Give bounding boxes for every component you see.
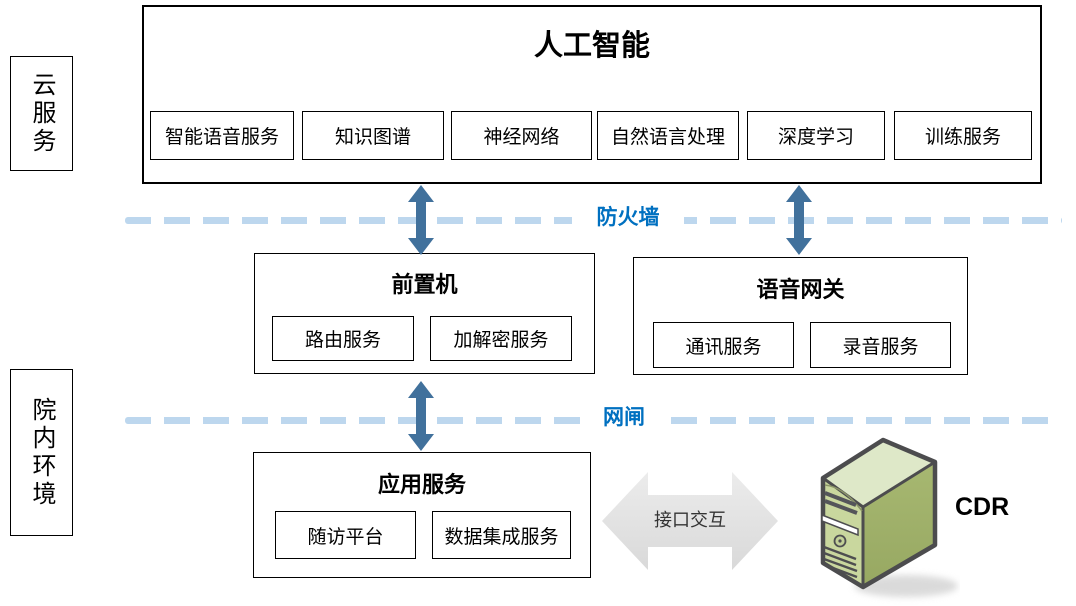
double-arrow-icon-ai-frontmachine [408, 185, 434, 255]
hospital-environment-text: 院内环境 [28, 396, 55, 509]
interface-interaction-label: 接口交互 [654, 510, 726, 530]
neural-network-box: 神经网络 [451, 111, 592, 160]
app-service-title: 应用服务 [377, 472, 466, 497]
deep-learning-box: 深度学习 [747, 111, 885, 160]
smart-voice-service-box: 智能语音服务 [150, 111, 294, 160]
training-service-box: 训练服务 [894, 111, 1032, 160]
hospital-environment-region-label: 院内环境 [10, 369, 73, 536]
cloud-services-region-label: 云服务 [10, 56, 73, 171]
cdr-label: CDR [955, 493, 1010, 521]
server-icon [820, 437, 958, 597]
interface-double-arrow-icon [602, 472, 778, 570]
routing-service-box: 路由服务 [272, 316, 414, 361]
data-integration-service-box: 数据集成服务 [432, 511, 571, 559]
firewall-label: 防火墙 [572, 203, 684, 233]
ai-title: 人工智能 [533, 30, 650, 62]
app-service-box: 应用服务 随访平台 数据集成服务 [253, 452, 591, 578]
voice-gateway-box: 语音网关 通讯服务 录音服务 [633, 257, 968, 375]
nlp-box: 自然语言处理 [597, 111, 739, 160]
voice-gateway-title: 语音网关 [756, 277, 845, 302]
followup-platform-box: 随访平台 [275, 511, 416, 559]
front-machine-box: 前置机 路由服务 加解密服务 [254, 253, 595, 374]
encryption-service-box: 加解密服务 [430, 316, 572, 361]
recording-service-box: 录音服务 [810, 322, 951, 368]
front-machine-title: 前置机 [391, 272, 458, 297]
ai-container-box: 人工智能 智能语音服务 知识图谱 神经网络 自然语言处理 深度学习 训练服务 [142, 5, 1042, 184]
knowledge-graph-box: 知识图谱 [302, 111, 444, 160]
gatekeeper-label: 网闸 [580, 403, 668, 433]
double-arrow-icon-ai-voicegateway [786, 185, 812, 255]
double-arrow-icon-frontmachine-appservice [408, 381, 434, 451]
communication-service-box: 通讯服务 [653, 322, 794, 368]
cloud-services-text: 云服务 [28, 71, 55, 156]
